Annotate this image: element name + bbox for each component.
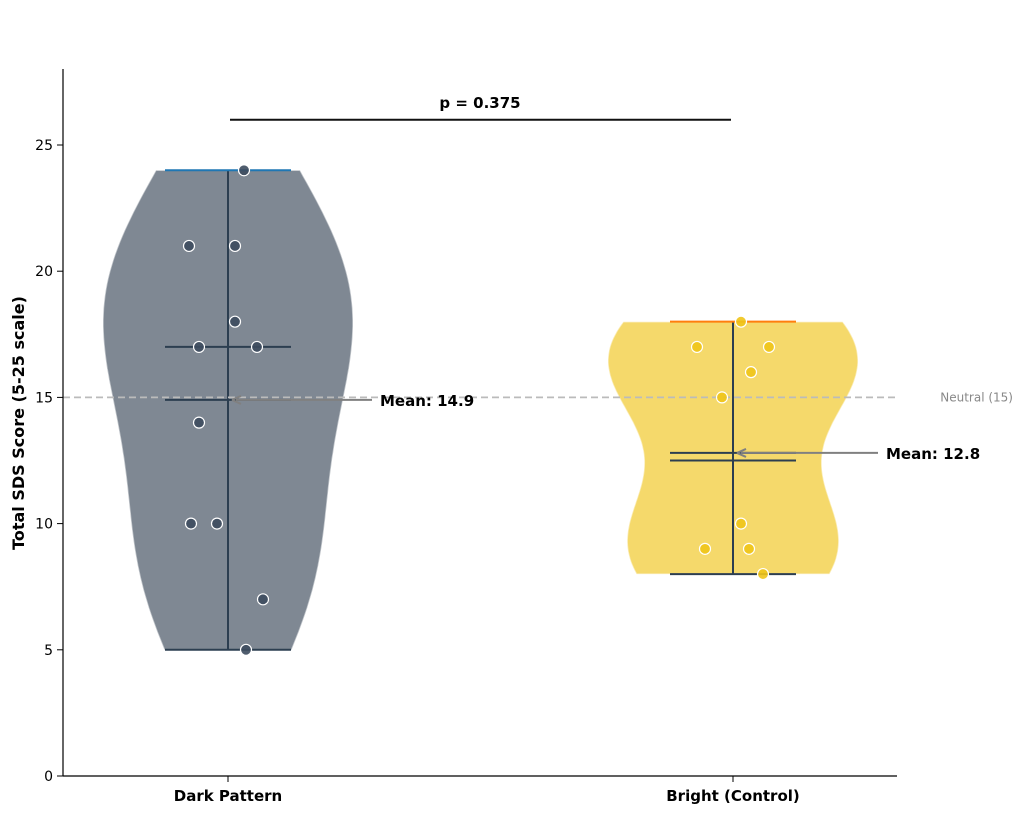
data-point <box>698 542 712 555</box>
mean-arrow-head-icon <box>736 448 747 458</box>
x-tick-label: Dark Pattern <box>174 787 282 805</box>
data-point <box>228 315 242 328</box>
data-point <box>734 517 748 530</box>
mean-label: Mean: 12.8 <box>886 445 980 463</box>
data-point <box>762 340 776 354</box>
x-tick-label: Bright (Control) <box>666 787 800 805</box>
data-point <box>228 239 242 253</box>
data-point <box>756 567 770 581</box>
data-point <box>690 340 704 354</box>
mean-arrow-head-icon <box>231 395 242 405</box>
y-tick-label: 20 <box>35 264 53 280</box>
data-point <box>192 340 206 354</box>
y-axis-label: Total SDS Score (5-25 scale) <box>9 296 28 550</box>
data-point <box>715 391 729 404</box>
data-point <box>239 643 253 656</box>
data-point <box>742 542 756 555</box>
data-point <box>744 366 758 379</box>
data-point <box>210 517 224 530</box>
data-point <box>734 315 748 328</box>
data-point <box>237 164 251 177</box>
y-tick-label: 5 <box>44 643 53 659</box>
y-tick-label: 0 <box>44 769 53 785</box>
data-point <box>250 340 264 354</box>
data-point <box>182 239 196 253</box>
y-tick-label: 25 <box>35 138 53 154</box>
data-point <box>184 517 198 530</box>
data-point <box>256 593 270 606</box>
data-point <box>192 416 206 429</box>
mean-label: Mean: 14.9 <box>380 392 474 410</box>
y-tick-label: 15 <box>35 390 53 406</box>
y-tick-label: 10 <box>35 517 53 533</box>
significance-label: p = 0.375 <box>439 94 520 112</box>
neutral-reference-label: Neutral (15) <box>940 390 1013 404</box>
